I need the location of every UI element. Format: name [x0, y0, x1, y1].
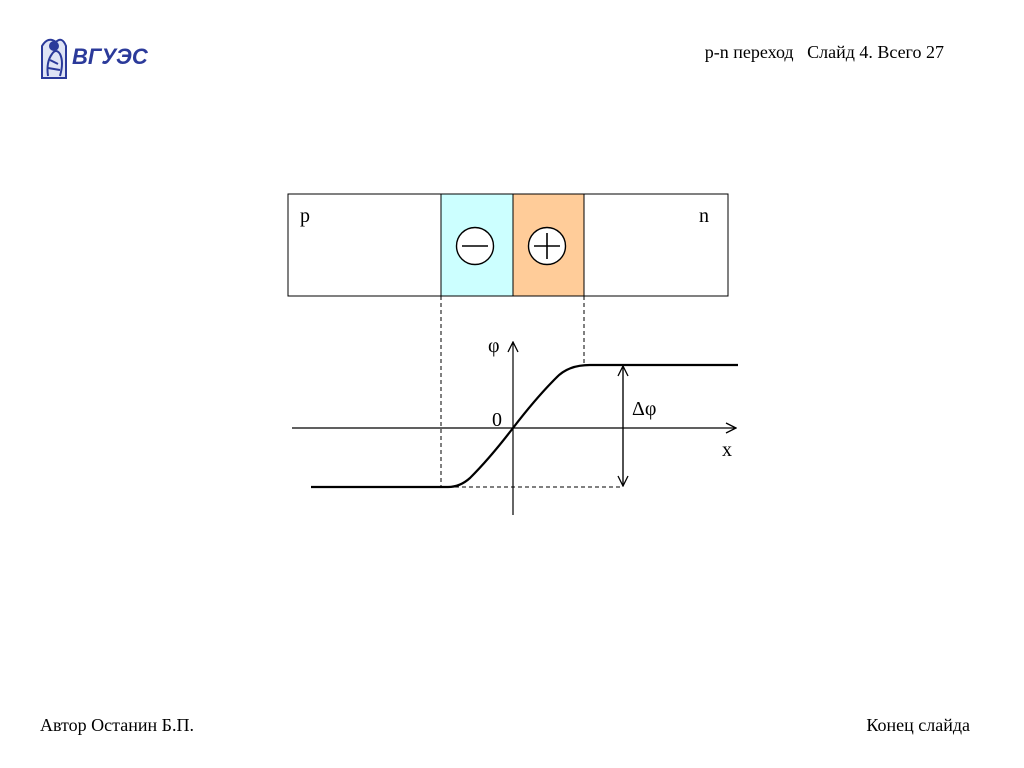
semiconductor-outline	[287, 193, 729, 297]
end-slide-link[interactable]: Конец слайда	[866, 715, 970, 735]
junction-bar: p n	[287, 193, 729, 297]
logo-emblem-icon	[41, 38, 67, 79]
region-n-label: n	[699, 205, 709, 227]
y-axis-label: φ	[488, 335, 500, 357]
origin-label: 0	[492, 409, 502, 431]
logo-text: ВГУЭС	[72, 44, 149, 69]
author-label: Автор Останин Б.П.	[40, 715, 194, 735]
projection-lines	[440, 296, 623, 488]
potential-difference-label: Δφ	[632, 398, 656, 420]
region-p-label: p	[300, 205, 310, 227]
plus-icon	[527, 226, 567, 266]
slide-header: p-n переход Слайд 4. Всего 27	[704, 42, 944, 62]
logo-graphic: ВГУЭС	[41, 38, 149, 79]
minus-icon	[455, 226, 495, 266]
x-axis-label: x	[722, 439, 732, 461]
logo: ВГУЭС	[38, 32, 160, 80]
potential-curve	[311, 363, 738, 489]
